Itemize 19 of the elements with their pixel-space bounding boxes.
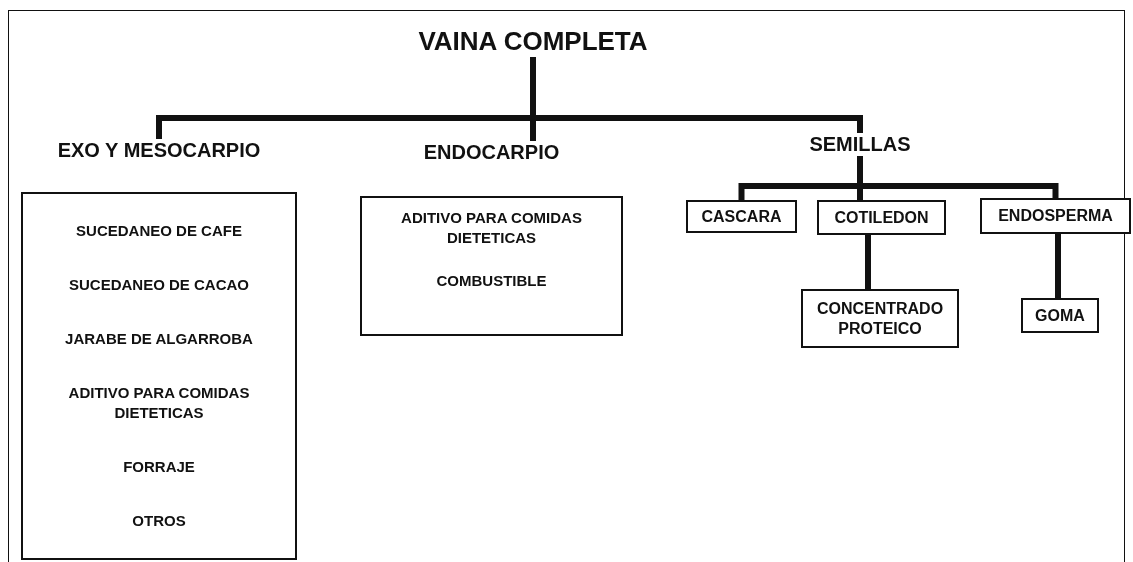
list-item: COMBUSTIBLE [436, 270, 547, 291]
list-item: ADITIVO PARA COMIDAS DIETETICAS [67, 382, 251, 423]
category-box: CASCARA [686, 200, 797, 233]
connector-line [530, 57, 863, 133]
category-box: ENDOSPERMA [980, 198, 1131, 234]
list-item: ADITIVO PARA COMIDAS DIETETICAS [400, 208, 583, 249]
connector-line [865, 235, 871, 289]
category-box: COTILEDON [817, 200, 946, 235]
connector-line [857, 156, 1059, 198]
list-item: SUCEDANEO DE CAFE [76, 220, 242, 241]
list-item: SUCEDANEO DE CACAO [69, 274, 249, 295]
list-item: JARABE DE ALGARROBA [65, 328, 253, 349]
column-heading: EXO Y MESOCARPIO [56, 139, 262, 162]
connector-line [1055, 234, 1061, 298]
category-box: CONCENTRADO PROTEICO [801, 289, 959, 348]
category-box: GOMA [1021, 298, 1099, 333]
column-heading: ENDOCARPIO [422, 141, 561, 164]
list-item: FORRAJE [123, 456, 195, 477]
list-item: OTROS [132, 510, 186, 531]
